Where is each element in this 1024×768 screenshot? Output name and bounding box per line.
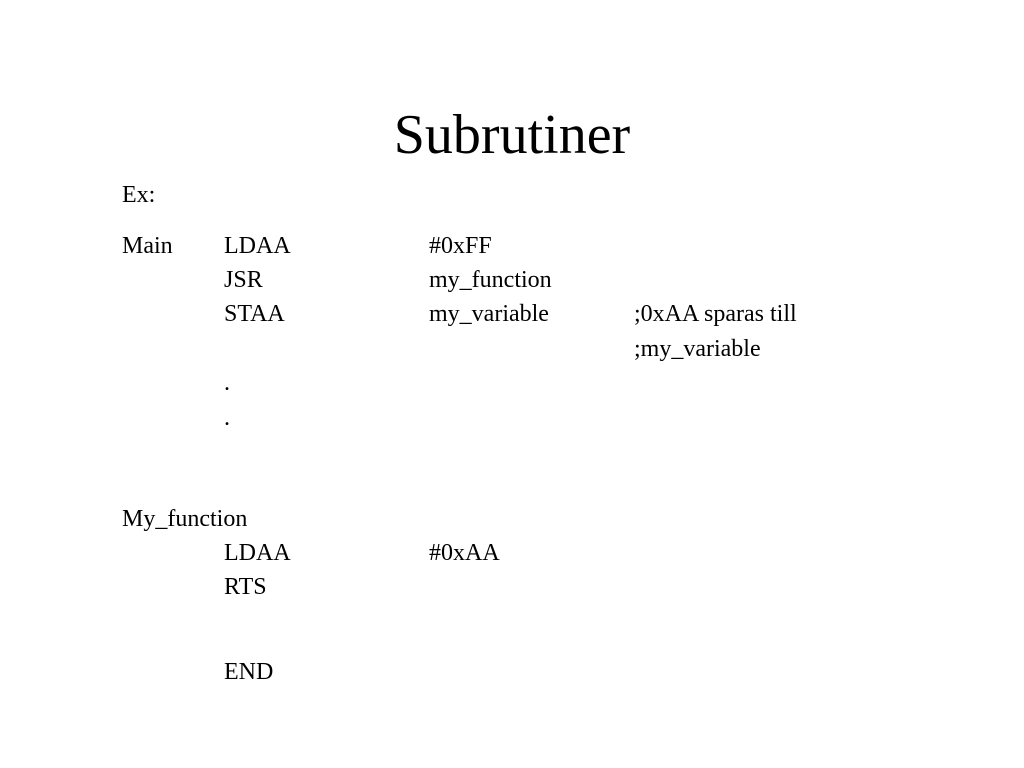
main-label: Main <box>122 233 173 259</box>
instruction-operand: my_function <box>429 267 552 293</box>
instruction-opcode: LDAA <box>224 540 291 566</box>
end-directive: END <box>224 659 274 685</box>
slide-title: Subrutiner <box>393 104 631 166</box>
instruction-operand: my_variable <box>429 301 549 327</box>
instruction-operand: #0xFF <box>429 233 492 259</box>
ellipsis-dot: . <box>224 370 230 396</box>
function-label: My_function <box>122 506 248 532</box>
instruction-opcode: LDAA <box>224 233 291 259</box>
instruction-opcode: RTS <box>224 574 267 600</box>
instruction-comment: ;0xAA sparas till <box>634 301 797 327</box>
example-label: Ex: <box>122 182 156 208</box>
instruction-operand: #0xAA <box>429 540 500 566</box>
ellipsis-dot: . <box>224 405 230 431</box>
instruction-opcode: STAA <box>224 301 285 327</box>
instruction-opcode: JSR <box>224 267 263 293</box>
instruction-comment: ;my_variable <box>634 336 761 362</box>
